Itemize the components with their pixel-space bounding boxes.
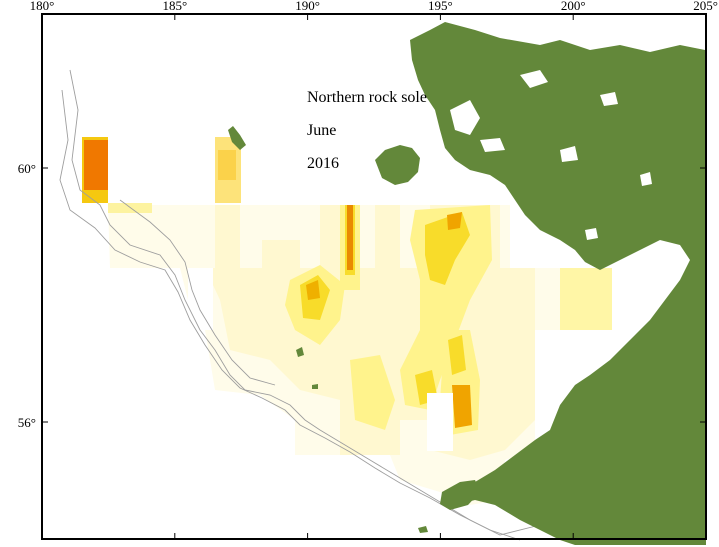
density-cell: [447, 212, 462, 230]
density-cell: [448, 335, 466, 375]
latitude-ticks: [42, 167, 706, 423]
year-label: 2016: [307, 155, 339, 172]
frame-border: [41, 13, 707, 540]
density-cell: [84, 140, 108, 190]
aleutian-islet: [418, 526, 428, 533]
inland-lake: [585, 228, 598, 240]
latitude-labels: 60° 56°: [18, 161, 36, 430]
density-cell: [425, 212, 470, 285]
density-cell: [400, 205, 492, 410]
species-label: Northern rock sole: [307, 89, 427, 106]
lon-tick-label: 195°: [428, 0, 453, 13]
density-cell: [350, 355, 395, 430]
inland-lake: [640, 172, 652, 186]
pribilof-st-george: [296, 347, 304, 357]
small-island: [312, 384, 318, 389]
longitude-labels: 180° 185° 190° 195° 200° 205°: [30, 0, 718, 13]
lat-tick-label: 60°: [18, 161, 36, 176]
density-layer: [82, 137, 612, 505]
lon-tick-label: 205°: [693, 0, 718, 13]
density-cell: [108, 203, 152, 213]
inland-lake: [600, 92, 618, 106]
map-frame: [41, 13, 707, 540]
land-layer: [228, 22, 706, 545]
density-cell: [306, 280, 320, 300]
density-cell: [452, 385, 472, 428]
lon-tick-label: 200°: [561, 0, 586, 13]
lon-tick-label: 190°: [295, 0, 320, 13]
lat-tick-label: 56°: [18, 415, 36, 430]
lon-tick-label: 180°: [30, 0, 55, 13]
contour-line: [119, 199, 276, 386]
alaska-peninsula-tip: [440, 480, 480, 510]
inland-lake: [560, 146, 578, 162]
density-cell: [347, 205, 353, 270]
inland-lake: [520, 70, 548, 88]
lon-tick-label: 185°: [162, 0, 187, 13]
contour-line: [59, 89, 521, 541]
alaska-mainland: [410, 22, 706, 545]
inland-water: [450, 70, 652, 240]
river-channel: [480, 138, 505, 152]
bristol-bay-inlet: [450, 100, 480, 135]
nunivak-island: [375, 145, 420, 185]
density-cell: [560, 268, 612, 330]
density-gap: [427, 393, 453, 451]
density-gap: [188, 268, 213, 330]
density-cell: [218, 150, 236, 180]
bathymetry-contours: [59, 69, 571, 541]
month-label: June: [307, 122, 336, 139]
pribilof-st-paul: [228, 126, 246, 150]
longitude-ticks: [41, 14, 707, 539]
